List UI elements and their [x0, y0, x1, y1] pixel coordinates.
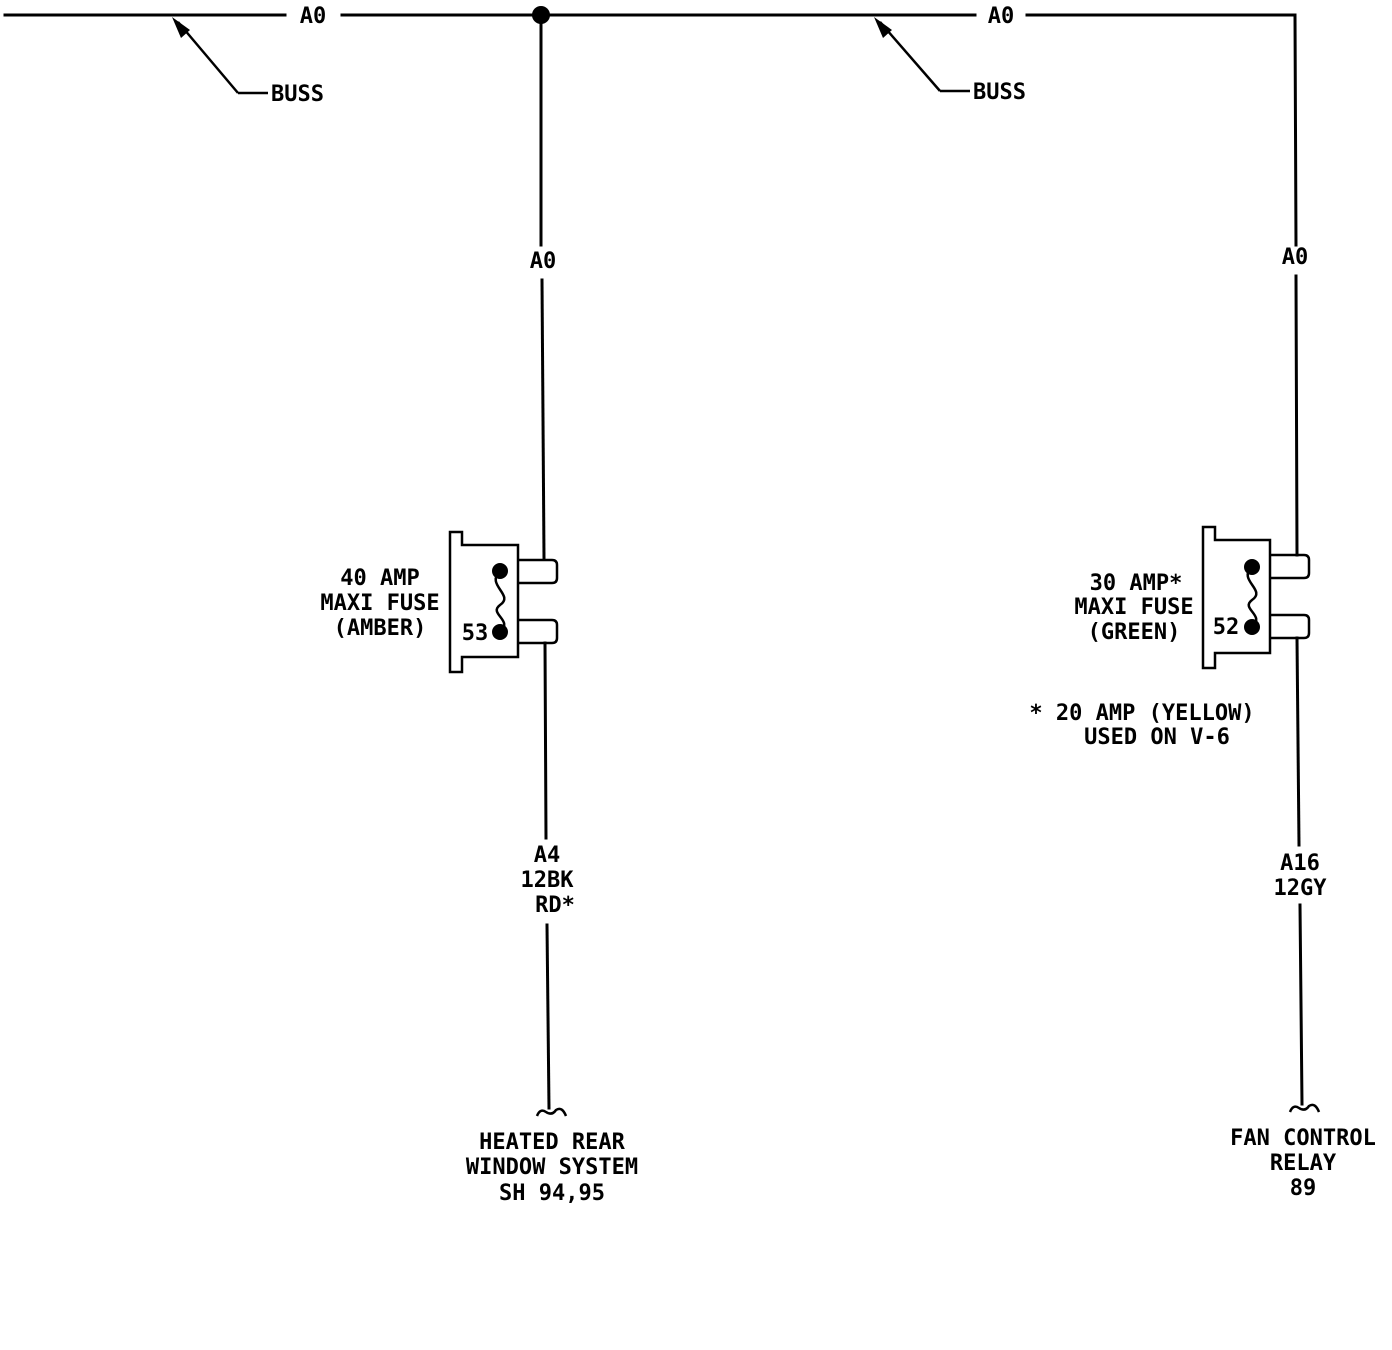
right-fuse-note-line1: * 20 AMP (YELLOW) [1029, 701, 1254, 726]
right-fuse-number: 52 [1213, 615, 1240, 640]
right-wire-top-label: A0 [1282, 245, 1309, 270]
right-wire-gauge: 12GY [1274, 876, 1328, 901]
left-fuse-number: 53 [462, 621, 489, 646]
bus-wire: A0 A0 [3, 4, 1298, 247]
left-wire-end-icon [535, 1107, 568, 1117]
right-destination-line1: FAN CONTROL [1230, 1126, 1376, 1151]
left-destination-line1: HEATED REAR [479, 1130, 625, 1155]
buss-label-right: BUSS [973, 80, 1026, 105]
right-branch: A0 52 30 AMP* MAXI FUSE (GREEN) * 20 AMP… [1029, 245, 1375, 1201]
left-fuse-color: (AMBER) [334, 616, 427, 641]
left-fuse-rating: 40 AMP [340, 566, 419, 591]
bus-label-left: A0 [300, 4, 327, 29]
buss-label-left: BUSS [271, 82, 324, 107]
left-maxi-fuse: 53 [448, 530, 559, 674]
buss-leader-right: BUSS [874, 17, 1026, 105]
left-wire-tracer: RD* [535, 893, 575, 918]
right-wire-circuit: A16 [1280, 851, 1320, 876]
right-fuse-note-line2: USED ON V-6 [1084, 725, 1230, 750]
buss-arrow-left-icon [172, 17, 190, 38]
left-destination-line2: WINDOW SYSTEM [466, 1155, 638, 1180]
left-fuse-type: MAXI FUSE [320, 591, 439, 616]
right-maxi-fuse: 52 [1201, 525, 1311, 670]
left-destination-line3: SH 94,95 [499, 1181, 605, 1206]
right-fuse-type: MAXI FUSE [1074, 595, 1193, 620]
buss-arrow-right-icon [874, 17, 892, 38]
right-fuse-element-icon [1246, 566, 1258, 628]
left-wire-gauge: 12BK [521, 868, 575, 893]
right-fuse-rating: 30 AMP* [1090, 571, 1183, 596]
right-destination-line2: RELAY [1270, 1151, 1337, 1176]
bus-label-right: A0 [988, 4, 1015, 29]
right-wire-end-icon [1288, 1103, 1321, 1113]
left-fuse-element-icon [494, 570, 506, 633]
left-branch: A0 53 40 AMP MAXI FUSE (AMBER) A4 12BK R… [320, 13, 638, 1206]
right-fuse-color: (GREEN) [1088, 620, 1181, 645]
right-destination-line3: 89 [1290, 1176, 1317, 1201]
buss-leader-left: BUSS [172, 17, 324, 107]
left-wire-top-label: A0 [530, 249, 557, 274]
left-wire-circuit: A4 [534, 843, 561, 868]
